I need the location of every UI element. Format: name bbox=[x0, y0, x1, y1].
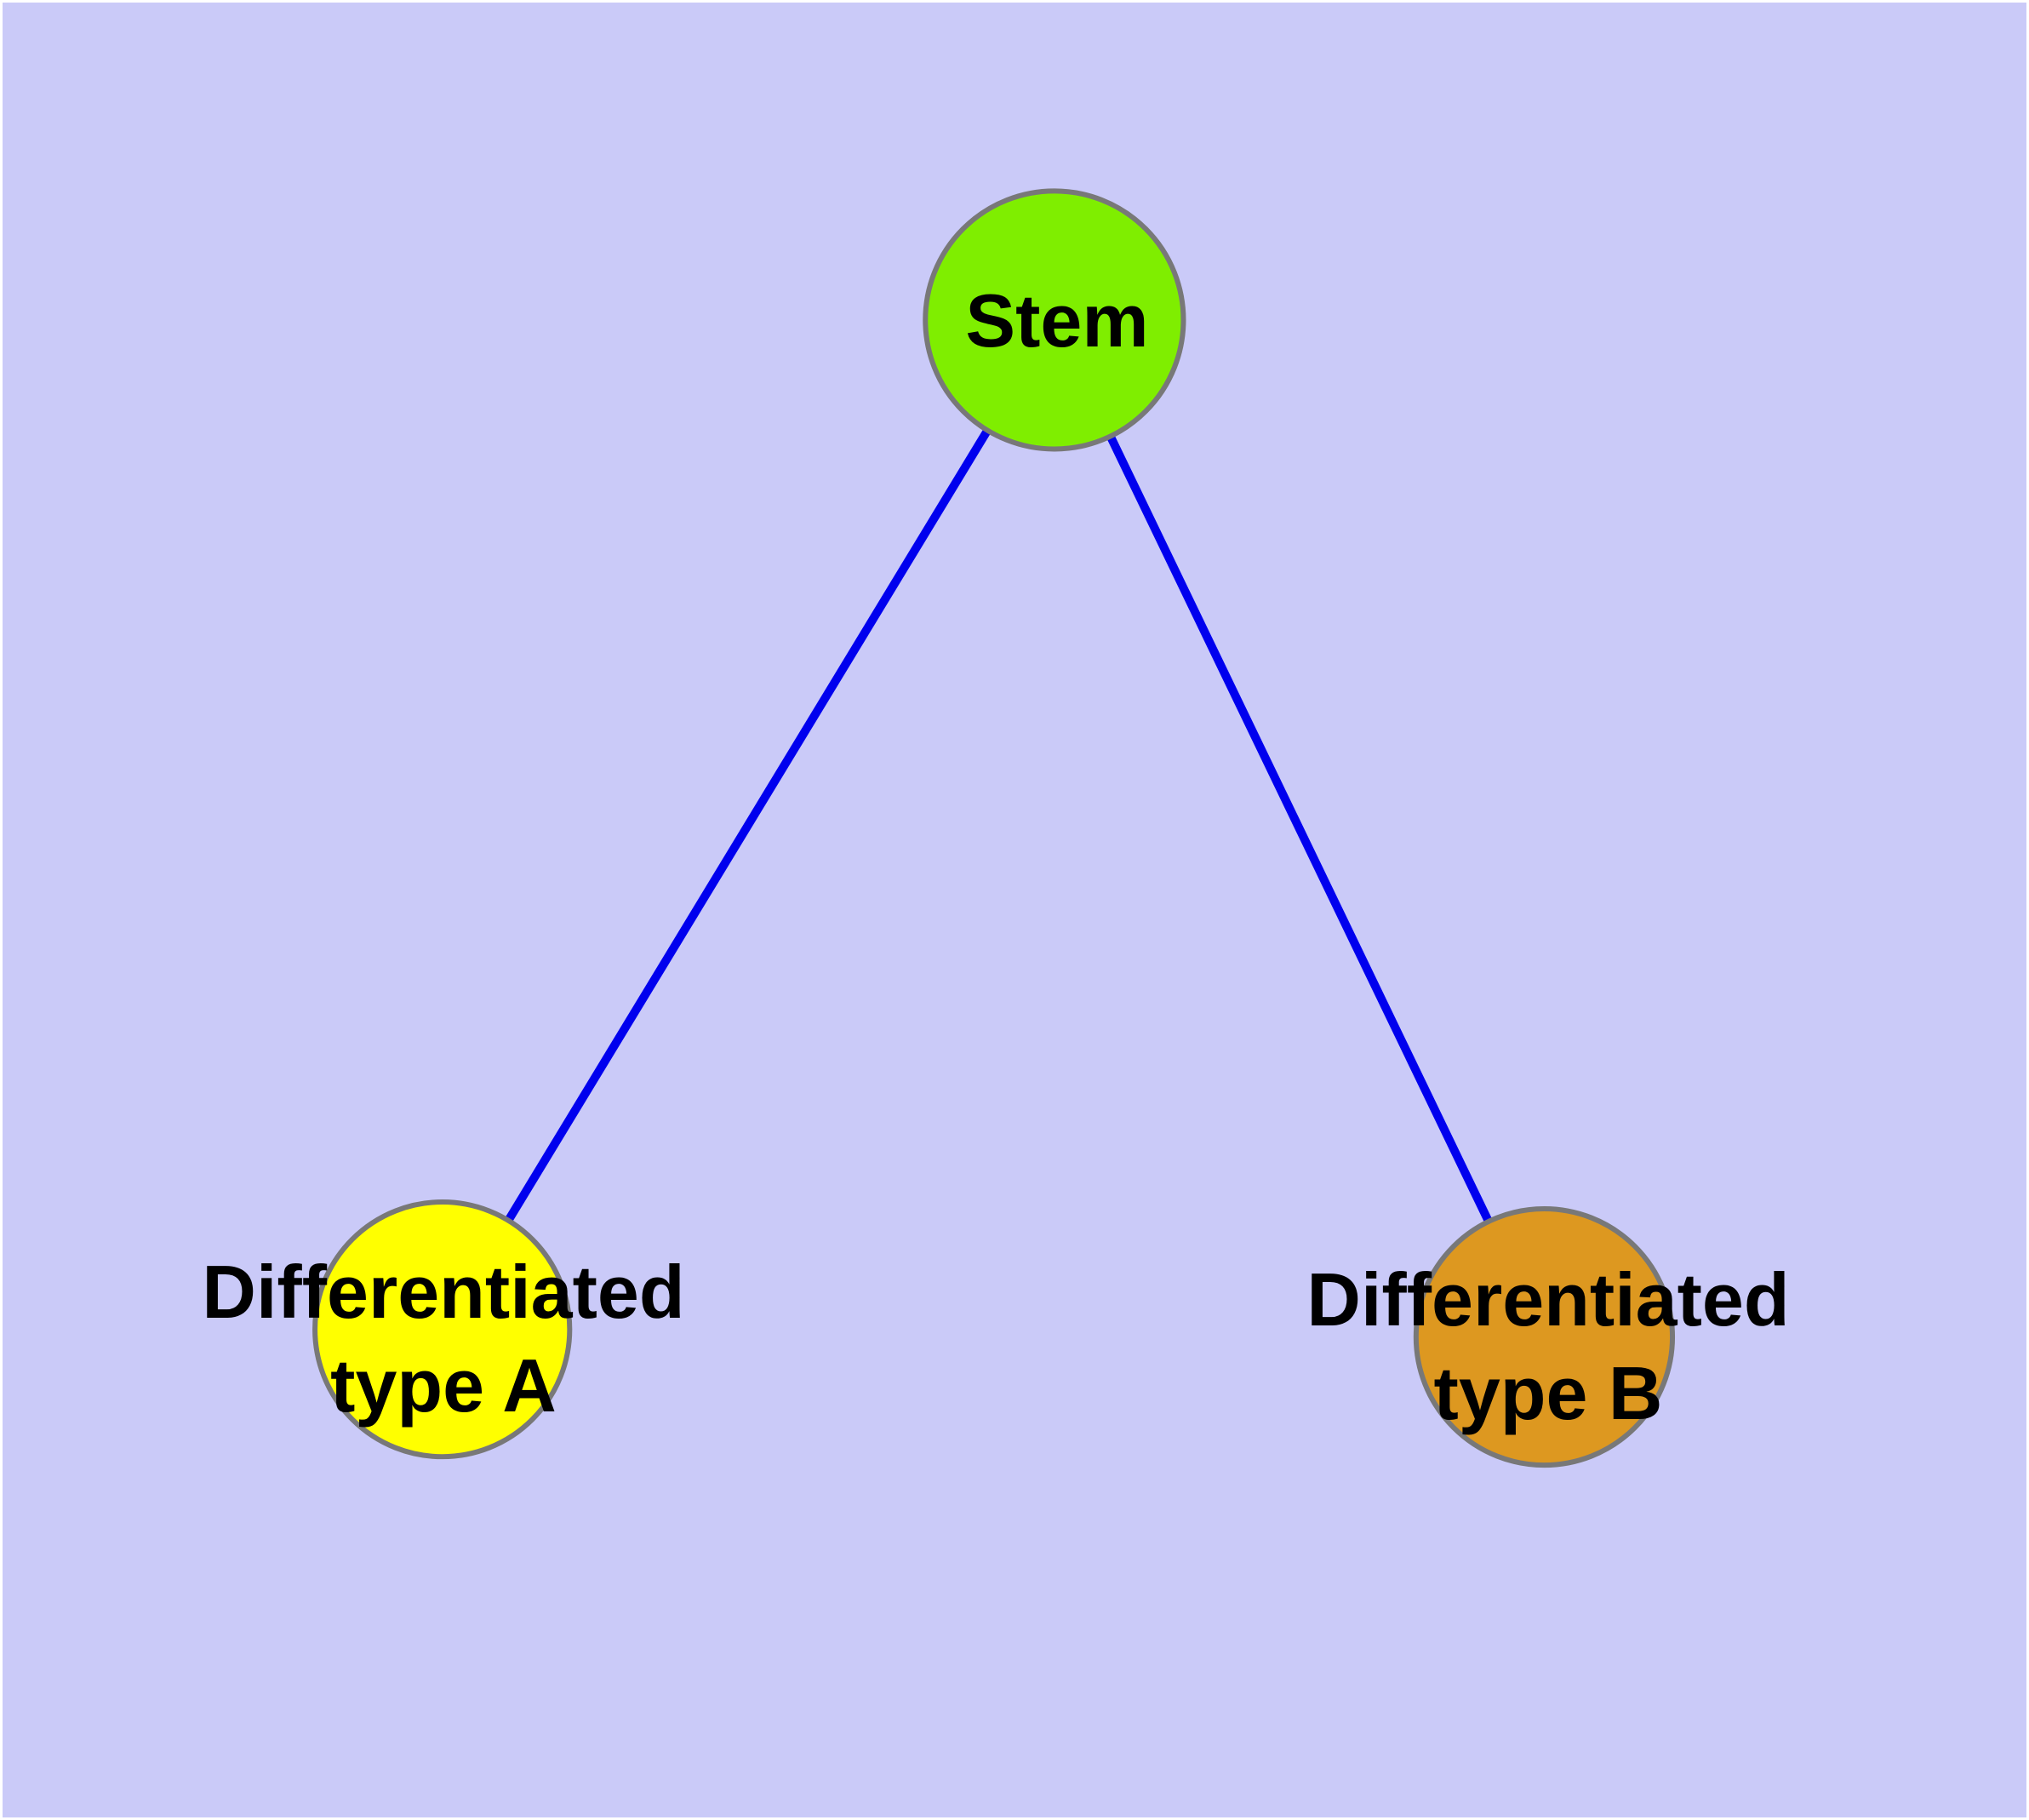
node-stem-label-line: Stem bbox=[965, 278, 1149, 363]
node-type-b-label-line2: type B bbox=[1433, 1351, 1663, 1435]
node-stem-label: Stem bbox=[965, 274, 1148, 368]
node-type-a-label: Differentiated type A bbox=[202, 1245, 684, 1433]
graph-svg bbox=[3, 3, 2026, 1817]
node-type-b-label: Differentiated type B bbox=[1306, 1253, 1789, 1440]
node-type-b-label-line1: Differentiated bbox=[1306, 1257, 1790, 1342]
edge-stem-to-type-b[interactable] bbox=[1050, 318, 1548, 1339]
edge-stem-to-type-a[interactable] bbox=[438, 318, 1059, 1332]
diagram-canvas: Stem Differentiated type A Differentiate… bbox=[3, 3, 2026, 1817]
node-type-a-circle[interactable] bbox=[312, 1199, 573, 1460]
node-type-a-label-line2: type A bbox=[330, 1343, 557, 1428]
node-type-a-label-line1: Differentiated bbox=[202, 1250, 685, 1334]
node-type-b-circle[interactable] bbox=[1413, 1206, 1676, 1468]
node-stem-circle[interactable] bbox=[923, 188, 1186, 452]
